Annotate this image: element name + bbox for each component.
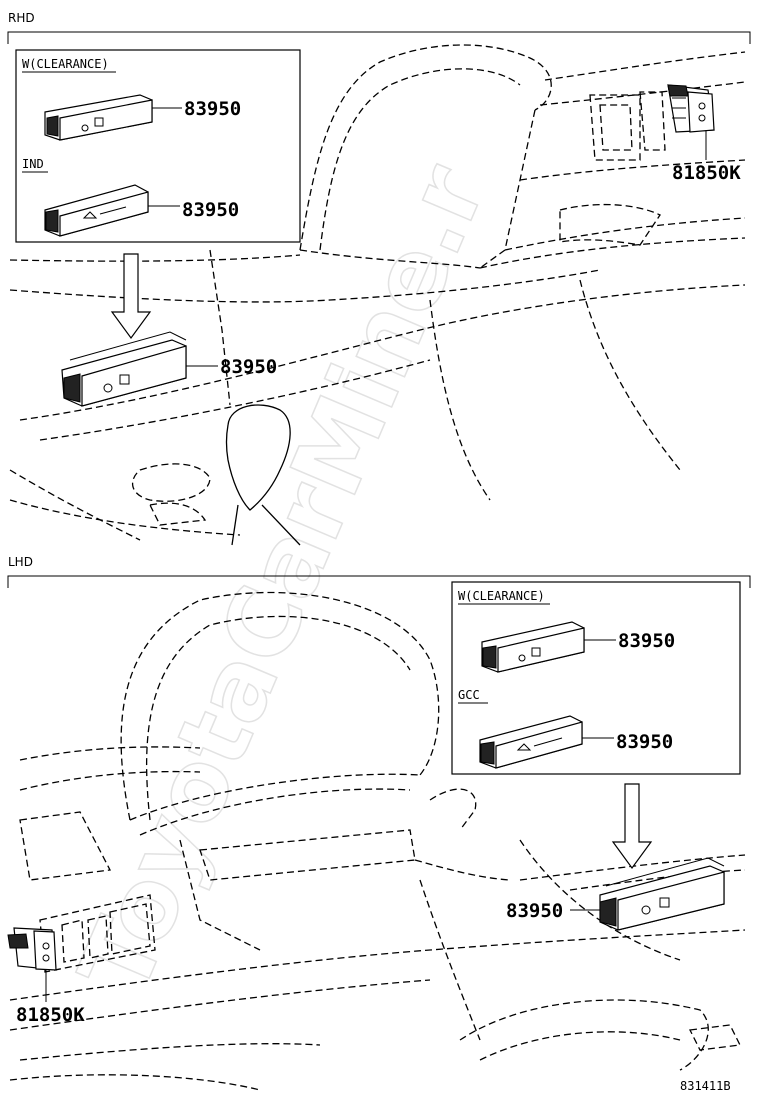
rhd-section: RHD: [7, 11, 751, 546]
rhd-right-part: 81850K: [672, 162, 741, 184]
lhd-label: LHD: [8, 555, 33, 569]
rhd-dashboard-sketch: [9, 44, 746, 541]
rhd-inset-variant1: W(CLEARANCE): [22, 57, 109, 71]
lhd-down-arrow: [611, 783, 653, 870]
lhd-inset-box: W(CLEARANCE) GCC 83950: [451, 581, 741, 775]
rhd-main-switch: [61, 331, 187, 407]
figure-code: 831411B: [680, 1079, 731, 1093]
rhd-inset-part-2: 83950: [182, 199, 239, 221]
rhd-right-switch: [667, 84, 715, 133]
lhd-inset-variant2: GCC: [458, 688, 480, 702]
rhd-inset-variant2: IND: [22, 157, 44, 171]
rhd-inset-box: W(CLEARANCE) IND 83950: [15, 49, 301, 243]
lhd-inset-switch-1: [481, 621, 585, 673]
lhd-dashboard-sketch: [9, 591, 746, 1091]
rhd-main-part: 83950: [220, 356, 277, 378]
lhd-inset-part-1: 83950: [618, 630, 675, 652]
rhd-inset-switch-1: [44, 94, 153, 141]
lhd-main-switch: [599, 857, 725, 931]
lhd-left-part: 81850K: [16, 1004, 85, 1026]
rhd-inset-part-1: 83950: [184, 98, 241, 120]
lhd-section-bracket: [7, 575, 751, 588]
lhd-section: LHD: [7, 555, 751, 1091]
lhd-inset-variant1: W(CLEARANCE): [458, 589, 545, 603]
rhd-inset-switch-2: [44, 184, 149, 237]
lhd-inset-part-2: 83950: [616, 731, 673, 753]
rhd-label: RHD: [8, 11, 35, 25]
lhd-main-part: 83950: [506, 900, 563, 922]
rhd-section-bracket: [7, 31, 751, 44]
rhd-gear-knob: [225, 404, 301, 546]
lhd-left-switch: [7, 927, 57, 971]
lhd-inset-switch-2: [479, 715, 583, 769]
rhd-down-arrow: [110, 253, 152, 340]
